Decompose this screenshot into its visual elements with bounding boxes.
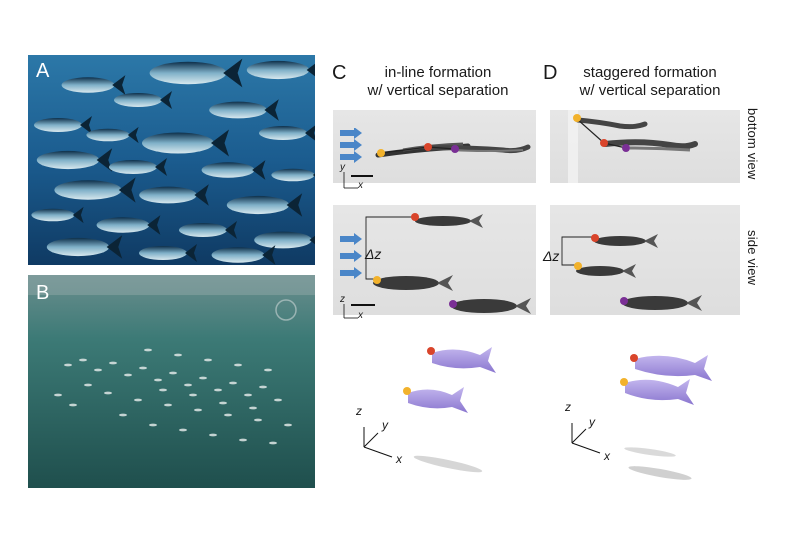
flow-arrows-side — [340, 233, 362, 279]
small-fish-school-photo — [28, 275, 315, 488]
model-axis-z-c: z — [356, 404, 362, 418]
staggered-3d-model — [571, 354, 712, 480]
delta-z-label-c: Δz — [365, 246, 382, 262]
column-title-c-line1: in-line formation — [384, 64, 492, 81]
model-axis-x-c: x — [396, 452, 402, 466]
panel-label-a: A — [36, 60, 50, 82]
yellow-marker — [373, 276, 381, 284]
side-view-axes: z x — [338, 294, 368, 326]
panel-label-c: C — [332, 62, 347, 84]
red-marker — [424, 143, 432, 151]
inline-3d-model — [363, 347, 496, 473]
red-marker — [630, 354, 638, 362]
bottom-view-axes: y x — [338, 162, 368, 196]
column-title-c: in-line formation w/ vertical separation — [328, 64, 548, 100]
red-marker — [591, 234, 599, 242]
panel-label-b: B — [36, 282, 50, 304]
column-title-d-line2: w/ vertical separation — [579, 82, 721, 99]
axis-y-label: y — [340, 162, 345, 173]
axis-x-label: x — [358, 180, 363, 191]
column-title-d: staggered formation w/ vertical separati… — [540, 64, 760, 100]
model-axis-y-c: y — [382, 418, 388, 432]
purple-marker — [620, 297, 628, 305]
yellow-marker — [377, 149, 385, 157]
bottom-view-label: bottom view — [745, 108, 760, 180]
model-axis-x-d: x — [604, 449, 610, 463]
staggered-side-view-image — [550, 205, 740, 315]
staggered-bottom-view-image — [550, 110, 740, 183]
purple-marker — [622, 144, 630, 152]
red-marker — [411, 213, 419, 221]
axis-z-label: z — [340, 294, 345, 305]
red-marker — [600, 139, 608, 147]
column-title-d-line1: staggered formation — [583, 64, 717, 81]
flow-arrows-bottom — [340, 128, 362, 163]
inline-side-view-image — [333, 205, 536, 315]
side-view-label: side view — [745, 230, 760, 286]
inline-bottom-view-image — [333, 110, 536, 183]
red-marker — [427, 347, 435, 355]
purple-marker — [451, 145, 459, 153]
panel-label-d: D — [543, 62, 558, 84]
model-axis-y-d: y — [589, 415, 595, 429]
yellow-marker — [620, 378, 628, 386]
yellow-marker — [573, 114, 581, 122]
yellow-marker — [574, 262, 582, 270]
delta-z-label-d: Δz — [543, 248, 560, 264]
model-axis-z-d: z — [565, 400, 571, 414]
axis-x-label: x — [358, 310, 363, 321]
column-title-c-line2: w/ vertical separation — [367, 82, 509, 99]
yellow-marker — [403, 387, 411, 395]
tuna-school-photo — [28, 55, 315, 265]
purple-marker — [449, 300, 457, 308]
